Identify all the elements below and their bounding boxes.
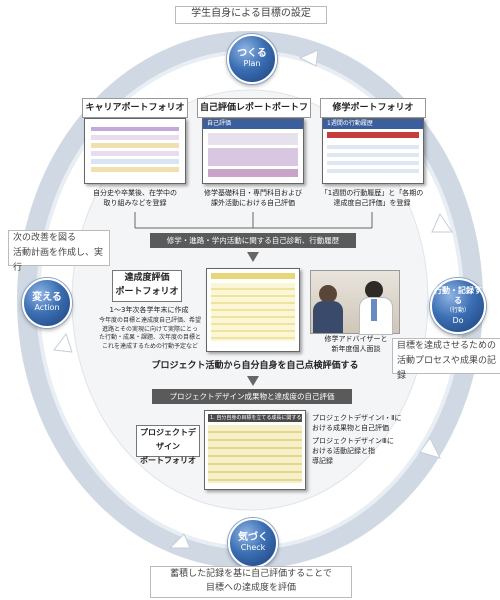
project-portfolio-title: プロジェクトデザイン ポートフォリオ bbox=[136, 425, 200, 465]
achievement-year-note-text: 1〜3年次各学年末に作成 bbox=[109, 306, 189, 314]
right-caption: 目標を達成させるための 活動プロセスや成果の記録 bbox=[392, 338, 500, 381]
self-eval-screen-header: 自己評価 bbox=[203, 119, 303, 129]
achievement-title-line2: ポートフォリオ bbox=[115, 287, 179, 297]
action-node-en: Action bbox=[34, 303, 60, 312]
history-banner-text: 修学・進路・学内活動に関する自己診断、行動履歴 bbox=[166, 236, 340, 245]
project-banner: プロジェクトデザイン成果物と達成度の自己評価 bbox=[152, 389, 352, 404]
do-node: 行動・記録する （行動） Do bbox=[430, 278, 486, 334]
project-note1-line2: おける成果物と自己評価 bbox=[312, 424, 389, 432]
check-node: 気づく Check bbox=[228, 518, 278, 568]
check-node-en: Check bbox=[240, 543, 266, 552]
career-desc-line1: 自分史や卒業後、在学中の bbox=[93, 189, 177, 197]
study-screen-header: 1週間の行動履歴 bbox=[323, 119, 423, 129]
study-portfolio-screenshot: 1週間の行動履歴 bbox=[322, 118, 424, 184]
advisor-meeting-photo bbox=[310, 270, 400, 335]
project-banner-text: プロジェクトデザイン成果物と達成度の自己評価 bbox=[169, 392, 335, 401]
project-title-line1: プロジェクトデザイン bbox=[140, 428, 196, 451]
bottom-caption: 蓄積した記録を基に自己評価することで 目標への達成度を評価 bbox=[150, 566, 352, 598]
achievement-desc-line1: 今年度の目標と達成度自己評価、希望 bbox=[98, 317, 201, 324]
left-caption: 次の改善を図る 活動計画を作成し、実行 bbox=[8, 230, 110, 273]
career-portfolio-title-text: キャリアポートフォリオ bbox=[85, 103, 185, 113]
plan-node-en: Plan bbox=[243, 59, 261, 68]
achievement-title-line1: 達成度評価 bbox=[124, 273, 170, 283]
self-eval-desc-line2: 課外活動における自己評価 bbox=[211, 199, 295, 207]
achievement-desc-line2: 進路とその実現に向けて実際にとっ bbox=[102, 325, 198, 333]
career-portfolio-screenshot bbox=[84, 118, 186, 184]
project-note2-line3: 導記録 bbox=[312, 457, 333, 465]
top-caption-text: 学生自身による目標の設定 bbox=[191, 8, 311, 19]
project-title-line2: ポートフォリオ bbox=[140, 456, 196, 465]
advisor-caption-line2: 新年度個人面談 bbox=[331, 345, 381, 353]
action-node-jp: 変える bbox=[32, 292, 62, 303]
plan-node-jp: つくる bbox=[237, 48, 267, 59]
achievement-desc-line3: た行動・成果・課題、次年度の目標と bbox=[98, 334, 201, 341]
study-portfolio-desc: 「1週間の行動履歴」と「各期の 達成度自己評価」を登録 bbox=[316, 188, 428, 208]
career-portfolio-title: キャリアポートフォリオ bbox=[82, 98, 188, 118]
self-eval-portfolio-desc: 修学基礎科目・専門科目および 課外活動における自己評価 bbox=[196, 188, 310, 208]
check-node-jp: 気づく bbox=[238, 532, 268, 543]
study-desc-line2: 達成度自己評価」を登録 bbox=[333, 199, 411, 207]
do-node-sub: （行動） bbox=[445, 307, 470, 314]
achievement-portfolio-title: 達成度評価 ポートフォリオ bbox=[112, 270, 182, 302]
bottom-caption-line2: 目標への達成度を評価 bbox=[205, 583, 296, 593]
action-node: 変える Action bbox=[22, 278, 72, 328]
left-caption-line1: 次の改善を図る bbox=[13, 233, 77, 243]
plan-node: つくる Plan bbox=[227, 34, 277, 84]
advisor-caption: 修学アドバイザーと 新年度個人面談 bbox=[314, 334, 398, 354]
project-self-eval-text: プロジェクト活動から自分自身を自己点検評価する bbox=[151, 361, 359, 371]
project-note2: プロジェクトデザインⅢに おける活動記録と指 導記録 bbox=[312, 436, 412, 466]
right-caption-line1: 目標を達成させるための bbox=[397, 341, 497, 351]
study-portfolio-title-text: 修学ポートフォリオ bbox=[332, 103, 414, 113]
project-note2-line1: プロジェクトデザインⅢに bbox=[312, 437, 394, 445]
career-portfolio-desc: 自分史や卒業後、在学中の 取り組みなどを登録 bbox=[80, 188, 190, 208]
achievement-portfolio-screenshot bbox=[206, 268, 300, 352]
achievement-desc-line4: これを達成するための行動予定など bbox=[101, 342, 198, 350]
advisor-caption-line1: 修学アドバイザーと bbox=[324, 335, 388, 343]
history-banner: 修学・進路・学内活動に関する自己診断、行動履歴 bbox=[150, 233, 356, 248]
study-desc-line1: 「1週間の行動履歴」と「各期の bbox=[320, 189, 424, 197]
project-self-eval-heading: プロジェクト活動から自分自身を自己点検評価する bbox=[140, 358, 370, 371]
self-eval-desc-line1: 修学基礎科目・専門科目および bbox=[204, 189, 302, 197]
project-note1-line1: プロジェクトデザインⅠ・Ⅱに bbox=[312, 414, 402, 422]
project-portfolio-screenshot: 1. 自分自身の目標を立てる成長に関する分析 bbox=[204, 410, 306, 490]
achievement-desc: 今年度の目標と達成度自己評価、希望 進路とその実現に向けて実際にとっ た行動・成… bbox=[92, 317, 208, 351]
project-note1: プロジェクトデザインⅠ・Ⅱに おける成果物と自己評価 bbox=[312, 413, 412, 433]
study-portfolio-title: 修学ポートフォリオ bbox=[320, 98, 426, 118]
bottom-caption-line1: 蓄積した記録を基に自己評価することで bbox=[170, 569, 332, 579]
do-node-jp: 行動・記録する bbox=[434, 286, 482, 305]
project-screen-header: 1. 自分自身の目標を立てる成長に関する分析 bbox=[208, 414, 302, 422]
achievement-year-note: 1〜3年次各学年末に作成 bbox=[104, 305, 194, 315]
self-eval-portfolio-screenshot: 自己評価 bbox=[202, 118, 304, 184]
top-caption: 学生自身による目標の設定 bbox=[175, 6, 327, 24]
right-caption-line2: 活動プロセスや成果の記録 bbox=[397, 356, 497, 381]
career-desc-line2: 取り組みなどを登録 bbox=[103, 199, 167, 207]
project-note2-line2: おける活動記録と指 bbox=[312, 447, 375, 455]
left-caption-line2: 活動計画を作成し、実行 bbox=[13, 248, 104, 273]
do-node-en: Do bbox=[452, 316, 464, 325]
